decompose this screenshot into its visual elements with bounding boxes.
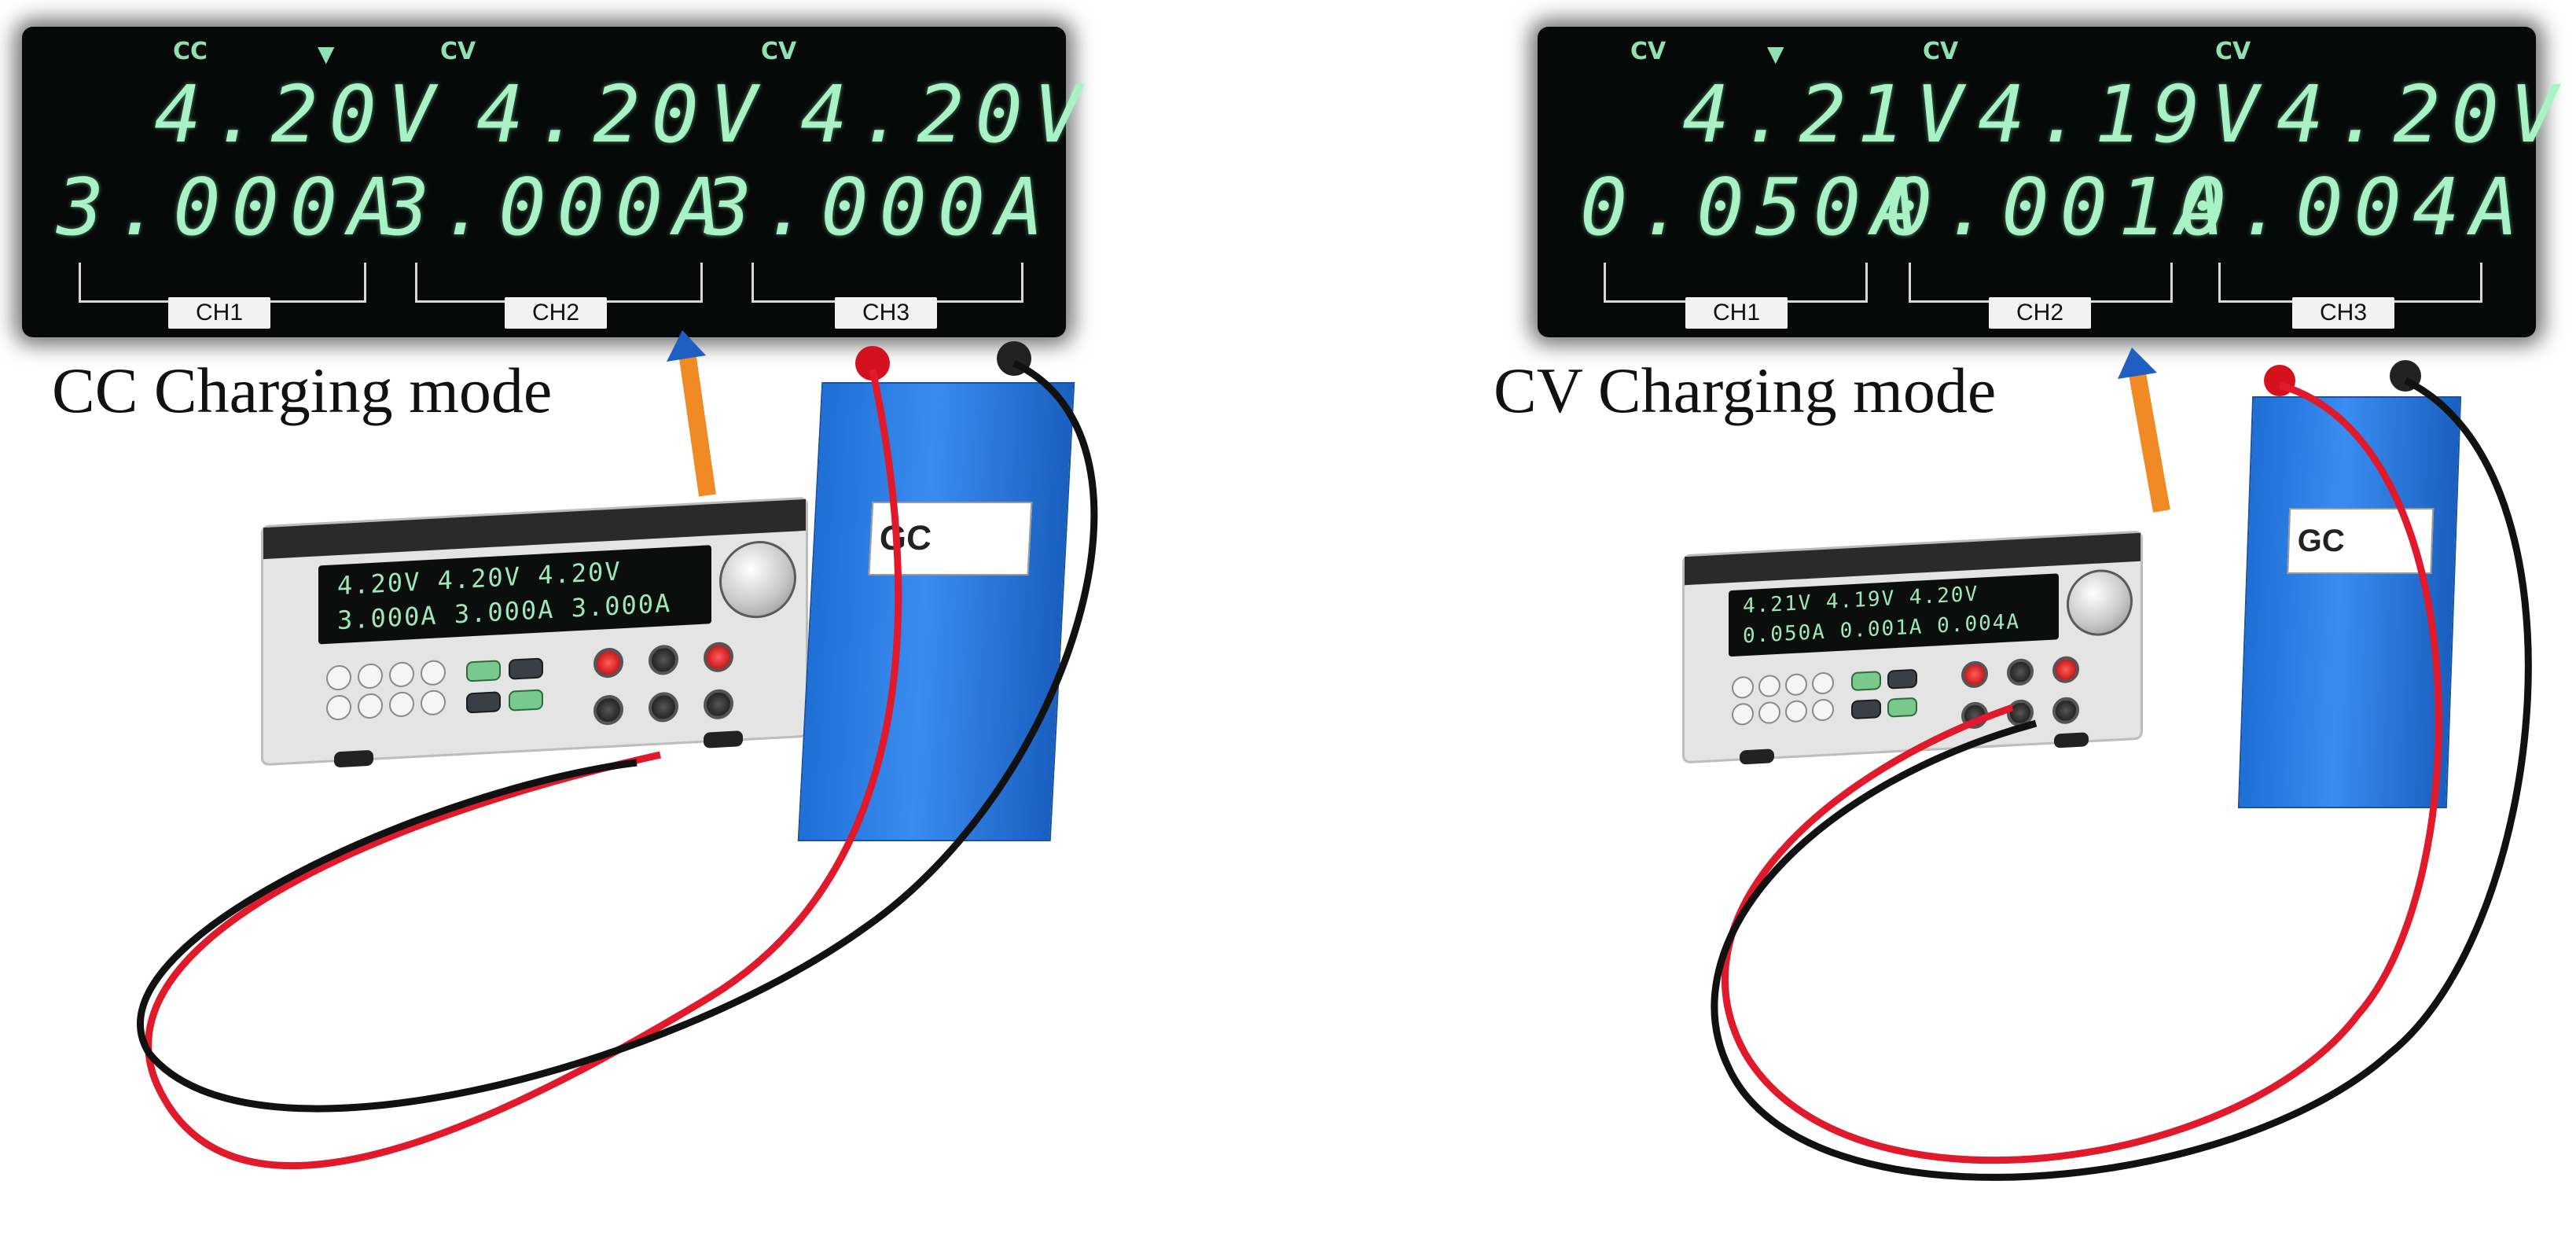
arrow-up-icon	[2118, 348, 2170, 513]
ch1-mode-indicator: CV	[1630, 38, 1666, 65]
arrow-up-icon	[667, 330, 716, 497]
ch2-current: 0.001A	[1885, 161, 2236, 253]
ch2-voltage: 4.20V	[476, 68, 769, 160]
ch2-mode-indicator: CV	[440, 38, 476, 65]
ch3-mode-indicator: CV	[761, 38, 797, 65]
triangle-down-icon: ▼	[1767, 41, 1784, 67]
lcd-display-closeup: CV ▼ CV CV 4.21V 4.19V 4.20V 0.050A 0.00…	[1538, 27, 2557, 337]
ch2-label: CH2	[505, 297, 607, 329]
ch3-voltage: 4.20V	[800, 68, 1093, 160]
ch3-label: CH3	[2292, 297, 2394, 329]
ch1-voltage: 4.21V	[1682, 68, 1975, 160]
ch1-mode-indicator: CC	[173, 38, 208, 65]
ch1-label: CH1	[168, 297, 270, 329]
ch1-current: 0.050A	[1580, 161, 1931, 253]
ch2-label: CH2	[1989, 297, 2091, 329]
ch2-mode-indicator: CV	[1923, 38, 1959, 65]
triangle-down-icon: ▼	[318, 41, 335, 67]
mode-label: CV Charging mode	[1494, 355, 1997, 426]
lcd-display-closeup: CC ▼ CV CV 4.20V 4.20V 4.20V 3.000A 3.00…	[22, 27, 1081, 337]
mode-label: CC Charging mode	[52, 355, 553, 426]
red-lead	[145, 369, 902, 1169]
ch3-mode-indicator: CV	[2215, 38, 2251, 65]
ch3-current: 0.004A	[2179, 161, 2530, 253]
ch2-voltage: 4.19V	[1978, 68, 2270, 160]
ch1-label: CH1	[1685, 297, 1788, 329]
cv-panel: CV ▼ CV CV 4.21V 4.19V 4.20V 0.050A 0.00…	[1288, 0, 2575, 1258]
ch3-voltage: 4.20V	[2277, 68, 2569, 160]
ch2-current: 3.000A	[382, 161, 733, 253]
ch3-label: CH3	[835, 297, 937, 329]
ch1-voltage: 4.20V	[154, 68, 446, 160]
cc-panel: CC ▼ CV CV 4.20V 4.20V 4.20V 3.000A 3.00…	[22, 27, 1081, 841]
red-clip	[855, 346, 890, 381]
black-lead	[1711, 377, 2532, 1181]
black-lead	[137, 359, 1098, 1113]
red-lead	[1721, 381, 2442, 1164]
ch1-current: 3.000A	[57, 161, 407, 253]
ch3-current: 3.000A	[704, 161, 1055, 253]
